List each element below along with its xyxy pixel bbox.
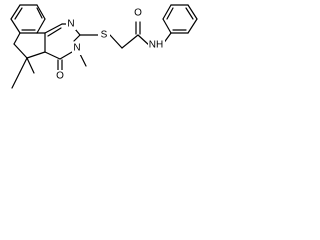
atom-n-mid: N [73,43,80,54]
pyrimidinone-ring [44,23,87,71]
benzene-ring-left [10,4,46,34]
middle-ring [13,32,46,59]
molecule-structure: N N S O O NH [10,4,198,89]
alkyl-substituents [11,57,35,89]
atom-o-amide: O [134,8,142,19]
atom-nh: NH [149,40,163,51]
phenyl-ring-right [162,4,198,34]
atom-s: S [101,30,108,41]
atom-labels: N N S O O NH [54,7,165,82]
atom-n-top: N [67,19,74,30]
atom-o-ring: O [56,71,64,82]
